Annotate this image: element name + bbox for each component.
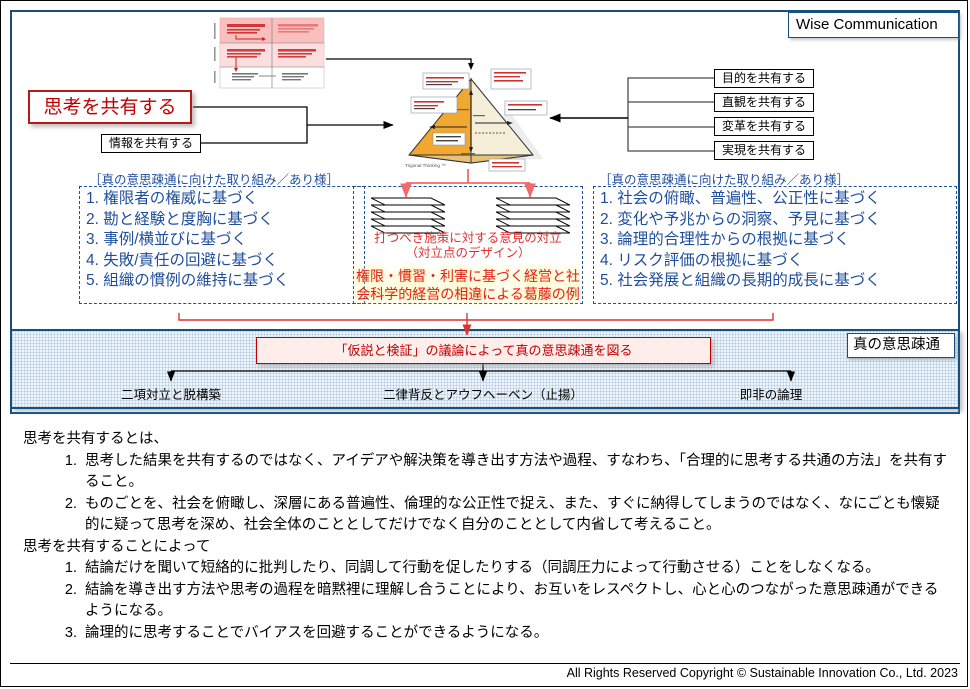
list-item: 結論を導き出す方法や思考の過程を暗黙裡に理解し合うことにより、お互いをレスペクト… bbox=[81, 580, 949, 623]
list-item: 5. 組織の慣例の維持に基づく bbox=[86, 272, 290, 289]
document-stack-icon bbox=[496, 197, 570, 234]
list-item: 結論だけを聞いて短絡的に批判したり、同調して行動を促したりする（同調圧力によって… bbox=[81, 558, 949, 580]
body-list-1: 思考した結果を共有するのではなく、アイデアや解決策を導き出す方法や過程、すなわち… bbox=[23, 451, 949, 537]
list-item: 4. 失敗/責任の回避に基づく bbox=[86, 251, 279, 269]
share-information-box: 情報を共有する bbox=[101, 134, 201, 153]
hypothesis-verification-box: 「仮説と検証」の議論によって真の意思疎通を図る bbox=[256, 337, 711, 364]
conflict-example-line2: 会科学的経営の相違による葛藤の例 bbox=[356, 286, 580, 302]
footer-copyright: All Rights Reserved Copyright © Sustaina… bbox=[566, 666, 958, 680]
center-conflict-panel bbox=[353, 186, 583, 304]
list-item: 4. リスク評価の根拠に基づく bbox=[600, 251, 804, 269]
share-intuition-box: 直観を共有する bbox=[714, 93, 814, 112]
conflict-text-line2: （対立点のデザイン） bbox=[405, 246, 531, 260]
body-heading-2: 思考を共有することによって bbox=[23, 538, 211, 555]
list-item: 3. 事例/横並びに基づく bbox=[86, 231, 248, 248]
left-list-panel: 1. 権限者の権威に基づく 2. 勘と経験と度胸に基づく 3. 事例/横並びに基… bbox=[79, 186, 365, 304]
left-list-caption: ［真の意思疎通に向けた取り組み／あり様］ bbox=[89, 173, 340, 187]
truecom-label: 二項対立と脱構築 bbox=[120, 388, 221, 402]
share-purpose-box: 目的を共有する bbox=[714, 69, 814, 88]
body-list-2: 結論だけを聞いて短絡的に批判したり、同調して行動を促したりする（同調圧力によって… bbox=[23, 558, 949, 644]
list-item: 論理的に思考することでバイアスを回避することができるようになる。 bbox=[81, 623, 949, 645]
conflict-example-line1: 権限・慣習・利害に基づく経営と社 bbox=[356, 268, 580, 284]
wise-communication-title-badge: Wise Communication bbox=[788, 12, 959, 38]
list-item: 3. 論理的合理性からの根拠に基づく bbox=[600, 231, 850, 248]
list-item: ものごとを、社会を俯瞰し、深層にある普遍性、倫理的な公正性で捉え、また、すぐに納… bbox=[81, 494, 949, 537]
conflict-example-text: 権限・慣習・利害に基づく経営と社 会科学的経営の相違による葛藤の例 bbox=[353, 267, 583, 303]
right-list-panel: 1. 社会の俯瞰、普遍性、公正性に基づく 2. 変化や予兆からの洞察、予見に基づ… bbox=[593, 186, 957, 304]
pyramid-diagram-thumbnail: Trigonal Thinking ™ bbox=[405, 68, 548, 172]
share-thinking-box: 思考を共有する bbox=[28, 90, 192, 124]
svg-text:Trigonal Thinking ™: Trigonal Thinking ™ bbox=[405, 163, 446, 168]
truecom-label: 二律背反とアウフヘーベン（止揚） bbox=[382, 388, 583, 402]
right-list-caption: ［真の意思疎通に向けた取り組み／あり様］ bbox=[599, 173, 850, 187]
body-text-block: 思考を共有するとは、 思考した結果を共有するのではなく、アイデアや解決策を導き出… bbox=[23, 429, 949, 644]
footer-divider bbox=[10, 663, 960, 664]
list-item: 1. 権限者の権威に基づく bbox=[86, 190, 259, 207]
list-item: 2. 勘と経験と度胸に基づく bbox=[86, 210, 274, 228]
matrix-thumbnail-image bbox=[214, 17, 325, 89]
share-realization-box: 実現を共有する bbox=[714, 141, 814, 160]
true-communication-badge: 真の意思疎通 bbox=[847, 333, 955, 358]
list-item: 思考した結果を共有するのではなく、アイデアや解決策を導き出す方法や過程、すなわち… bbox=[81, 451, 949, 494]
share-transformation-box: 変革を共有する bbox=[714, 117, 814, 136]
list-item: 5. 社会発展と組織の長期的成長に基づく bbox=[600, 272, 881, 289]
body-heading-1: 思考を共有するとは、 bbox=[23, 431, 168, 447]
document-stack-icon bbox=[371, 197, 445, 234]
truecom-label: 即非の論理 bbox=[739, 388, 803, 402]
list-item: 2. 変化や予兆からの洞察、予見に基づく bbox=[600, 210, 881, 228]
list-item: 1. 社会の俯瞰、普遍性、公正性に基づく bbox=[600, 190, 881, 207]
conflict-text-line1: 打つべき施策に対する意見の対立 bbox=[374, 231, 562, 245]
